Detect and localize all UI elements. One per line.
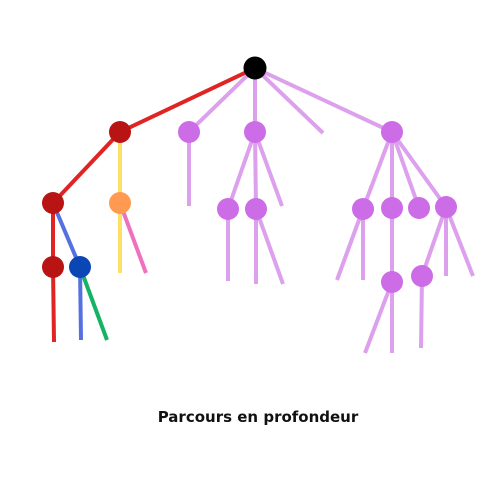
tree-edge-30: [420, 206, 448, 277]
tree-edge-17: [253, 131, 284, 207]
root-node: [243, 56, 267, 80]
tree-edge-24: [390, 130, 448, 209]
tree-node-5: [42, 192, 64, 214]
tree-edge-25: [335, 208, 365, 281]
tree-node-8: [69, 256, 91, 278]
tree-edge-21: [361, 131, 394, 210]
tree-edge-8: [51, 202, 82, 268]
nodes-group: [42, 56, 457, 293]
tree-node-10: [245, 198, 267, 220]
tree-node-1: [109, 121, 131, 143]
tree-edge-7: [51, 266, 56, 343]
diagram-caption: Parcours en profondeur: [157, 408, 359, 426]
tree-edge-33: [419, 275, 424, 349]
edges-group: [51, 66, 475, 354]
tree-node-4: [381, 121, 403, 143]
tree-edge-28: [363, 281, 394, 354]
tree-node-13: [408, 197, 430, 219]
tree-node-11: [352, 198, 374, 220]
tree-node-14: [435, 196, 457, 218]
tree-node-16: [411, 265, 433, 287]
tree-node-2: [178, 121, 200, 143]
tree-edge-32: [444, 206, 475, 277]
tree-node-15: [381, 271, 403, 293]
tree-edge-20: [254, 208, 285, 285]
tree-edge-5: [51, 130, 122, 205]
tree-node-7: [42, 256, 64, 278]
tree-node-6: [109, 192, 131, 214]
tree-node-9: [217, 198, 239, 220]
tree-edge-0: [119, 66, 256, 134]
tree-edge-4: [254, 66, 393, 134]
tree-edge-23: [390, 131, 421, 209]
tree-node-3: [244, 121, 266, 143]
tree-edge-15: [226, 131, 257, 210]
tree-edge-1: [187, 66, 257, 134]
tree-edge-3: [253, 66, 325, 135]
tree-edge-9: [78, 266, 83, 341]
tree-edge-16: [253, 131, 258, 210]
tree-edge-10: [78, 266, 109, 341]
tree-node-12: [381, 197, 403, 219]
tree-edge-13: [118, 202, 148, 274]
